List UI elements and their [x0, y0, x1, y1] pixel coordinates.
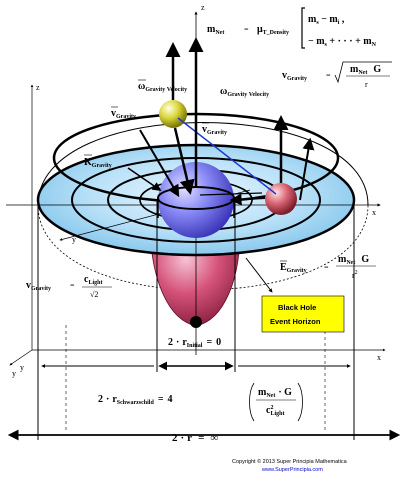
- z-axis-label: z: [201, 3, 205, 12]
- red-sphere: [265, 183, 297, 215]
- black-hole-subtitle: Event Horizon: [270, 317, 321, 326]
- arrow-center-to-red: [199, 192, 263, 196]
- svg-text:cLight: cLight: [84, 274, 102, 286]
- arrow-orbit-right: [299, 137, 315, 201]
- svg-text:ms − mi ,: ms − mi ,: [308, 14, 345, 26]
- singularity-dot: [190, 316, 202, 328]
- yellow-sphere: [159, 100, 187, 128]
- v-gravity-left-label: vGravity: [111, 108, 136, 120]
- svg-text:mNet: mNet: [207, 24, 224, 36]
- svg-text:vGravity: vGravity: [26, 280, 51, 292]
- svg-text:=: =: [70, 281, 75, 290]
- y-axis-lower-label: y: [12, 369, 16, 378]
- arrow-to-box: [245, 257, 273, 293]
- r-initial-equation: 2·rInitial=0: [168, 337, 221, 349]
- y-axis-lower: [9, 349, 33, 366]
- black-hole-title: Black Hole: [278, 303, 316, 312]
- m-net-equation: mNet = μT_Density ms − mi , − ms + · · ·…: [207, 14, 377, 48]
- svg-text:2·rInitial=0: 2·rInitial=0: [168, 337, 221, 349]
- v-light-equation: vGravity = cLight √2: [26, 274, 112, 299]
- svg-text:√2: √2: [90, 290, 98, 299]
- svg-text:vGravity: vGravity: [282, 70, 307, 82]
- svg-text:2·rSchwarzschild=4: 2·rSchwarzschild=4: [98, 394, 173, 406]
- arrow-red-in: [229, 193, 266, 206]
- black-hole-sphere: [158, 162, 234, 238]
- x-axis-label: x: [372, 208, 376, 217]
- y-axis-inner-label: y: [72, 235, 76, 244]
- svg-text:EGravity: EGravity: [280, 262, 307, 274]
- matrix-bracket-left: [301, 7, 305, 49]
- arrow-vgrav-left: [139, 129, 180, 198]
- v-gravity-inner-label: vGravity: [202, 124, 227, 136]
- svg-text:r: r: [365, 80, 368, 89]
- svg-text:=: =: [244, 25, 249, 34]
- z-axis-left-label: z: [36, 83, 40, 92]
- x-axis-lower-label: x: [377, 353, 381, 362]
- arrow-yellow-down: [173, 127, 195, 195]
- svg-text:mNet· G: mNet· G: [258, 387, 292, 399]
- omega-bar-label: ωGravity Velocity: [138, 81, 187, 93]
- website-link[interactable]: www.SuperPrincipia.com: [261, 467, 323, 473]
- sphere-connector: [177, 117, 277, 195]
- svg-text:− ms + · · · + mN: − ms + · · · + mN: [308, 36, 377, 48]
- black-hole-box: [261, 295, 345, 333]
- r-infinity-equation: 2·r=∞: [172, 432, 218, 444]
- omega-label: ωGravity Velocity: [220, 86, 269, 98]
- svg-text:r2: r2: [352, 270, 358, 280]
- svg-text:2·r=∞: 2·r=∞: [172, 432, 218, 444]
- copyright-text: Copyright © 2013 Super Principia Mathema…: [232, 458, 348, 465]
- svg-text:=: =: [326, 71, 331, 80]
- y-axis-label: y: [20, 363, 24, 372]
- arrow-k-left: [127, 167, 162, 192]
- svg-text:=: =: [324, 263, 329, 272]
- k-gravity-label: KGravity: [84, 157, 112, 169]
- svg-text:μT_Density: μT_Density: [257, 24, 289, 36]
